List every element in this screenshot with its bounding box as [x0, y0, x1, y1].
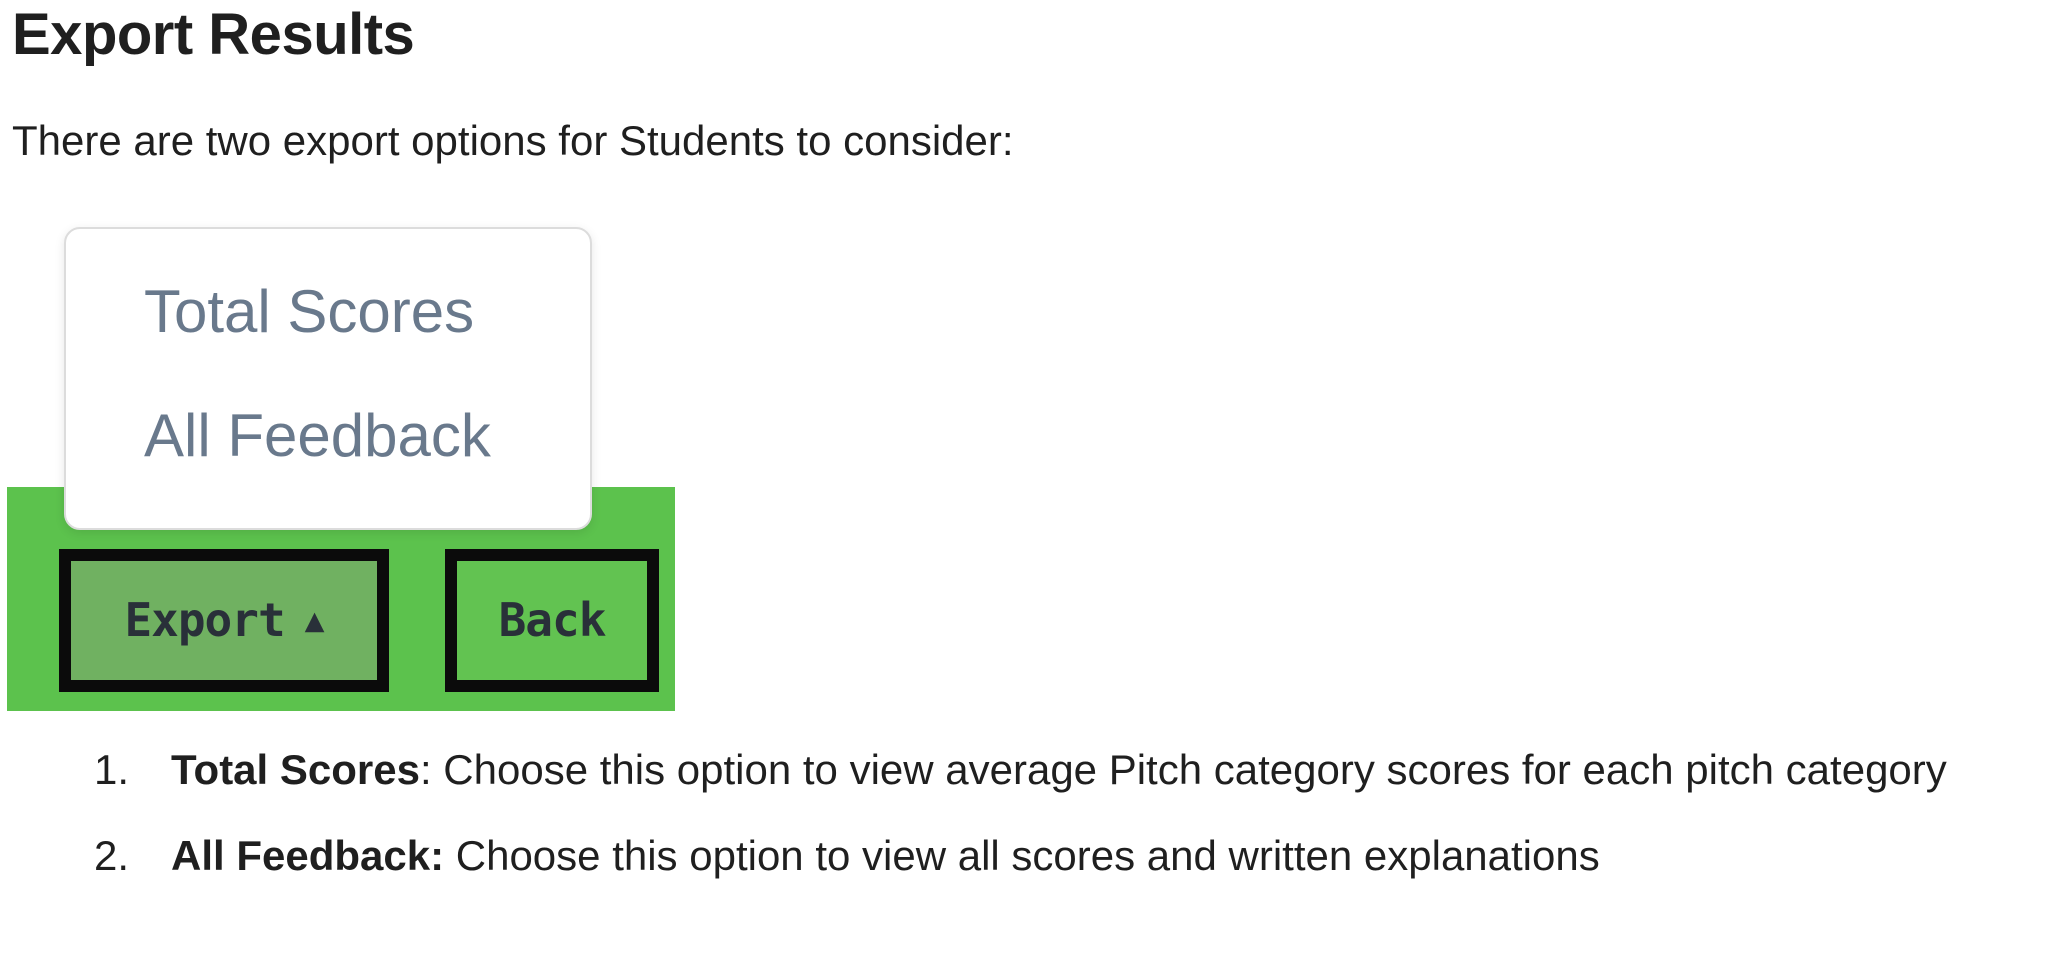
back-button-label: Back [498, 593, 607, 648]
list-item-text: Total Scores: Choose this option to view… [171, 727, 2056, 813]
list-item: 2. All Feedback: Choose this option to v… [12, 813, 2056, 899]
list-item-number: 1. [94, 745, 130, 793]
export-button-label: Export [124, 593, 285, 648]
menu-item-total-scores[interactable]: Total Scores [144, 277, 475, 345]
list-item-text: All Feedback: Choose this option to view… [171, 813, 2056, 899]
export-options-list: 1. Total Scores: Choose this option to v… [12, 727, 2072, 899]
list-item-number: 2. [94, 832, 130, 880]
menu-item-all-feedback[interactable]: All Feedback [144, 401, 491, 469]
export-dropdown-menu: Total Scores All Feedback [64, 226, 592, 530]
list-item-description: Choose this option to view all scores an… [444, 832, 1600, 880]
intro-text: There are two export options for Student… [12, 116, 1014, 164]
list-item-term: Total Scores [171, 745, 420, 793]
caret-up-icon: ▲ [304, 599, 325, 639]
export-button[interactable]: Export ▲ [59, 548, 389, 692]
back-button[interactable]: Back [445, 548, 659, 692]
page-title: Export Results [12, 2, 415, 67]
screenshot-figure: Total Scores All Feedback Export ▲ Back [7, 226, 687, 711]
list-item-term: All Feedback: [171, 832, 445, 880]
list-item-description: : Choose this option to view average Pit… [419, 745, 1947, 793]
list-item: 1. Total Scores: Choose this option to v… [12, 727, 2056, 813]
